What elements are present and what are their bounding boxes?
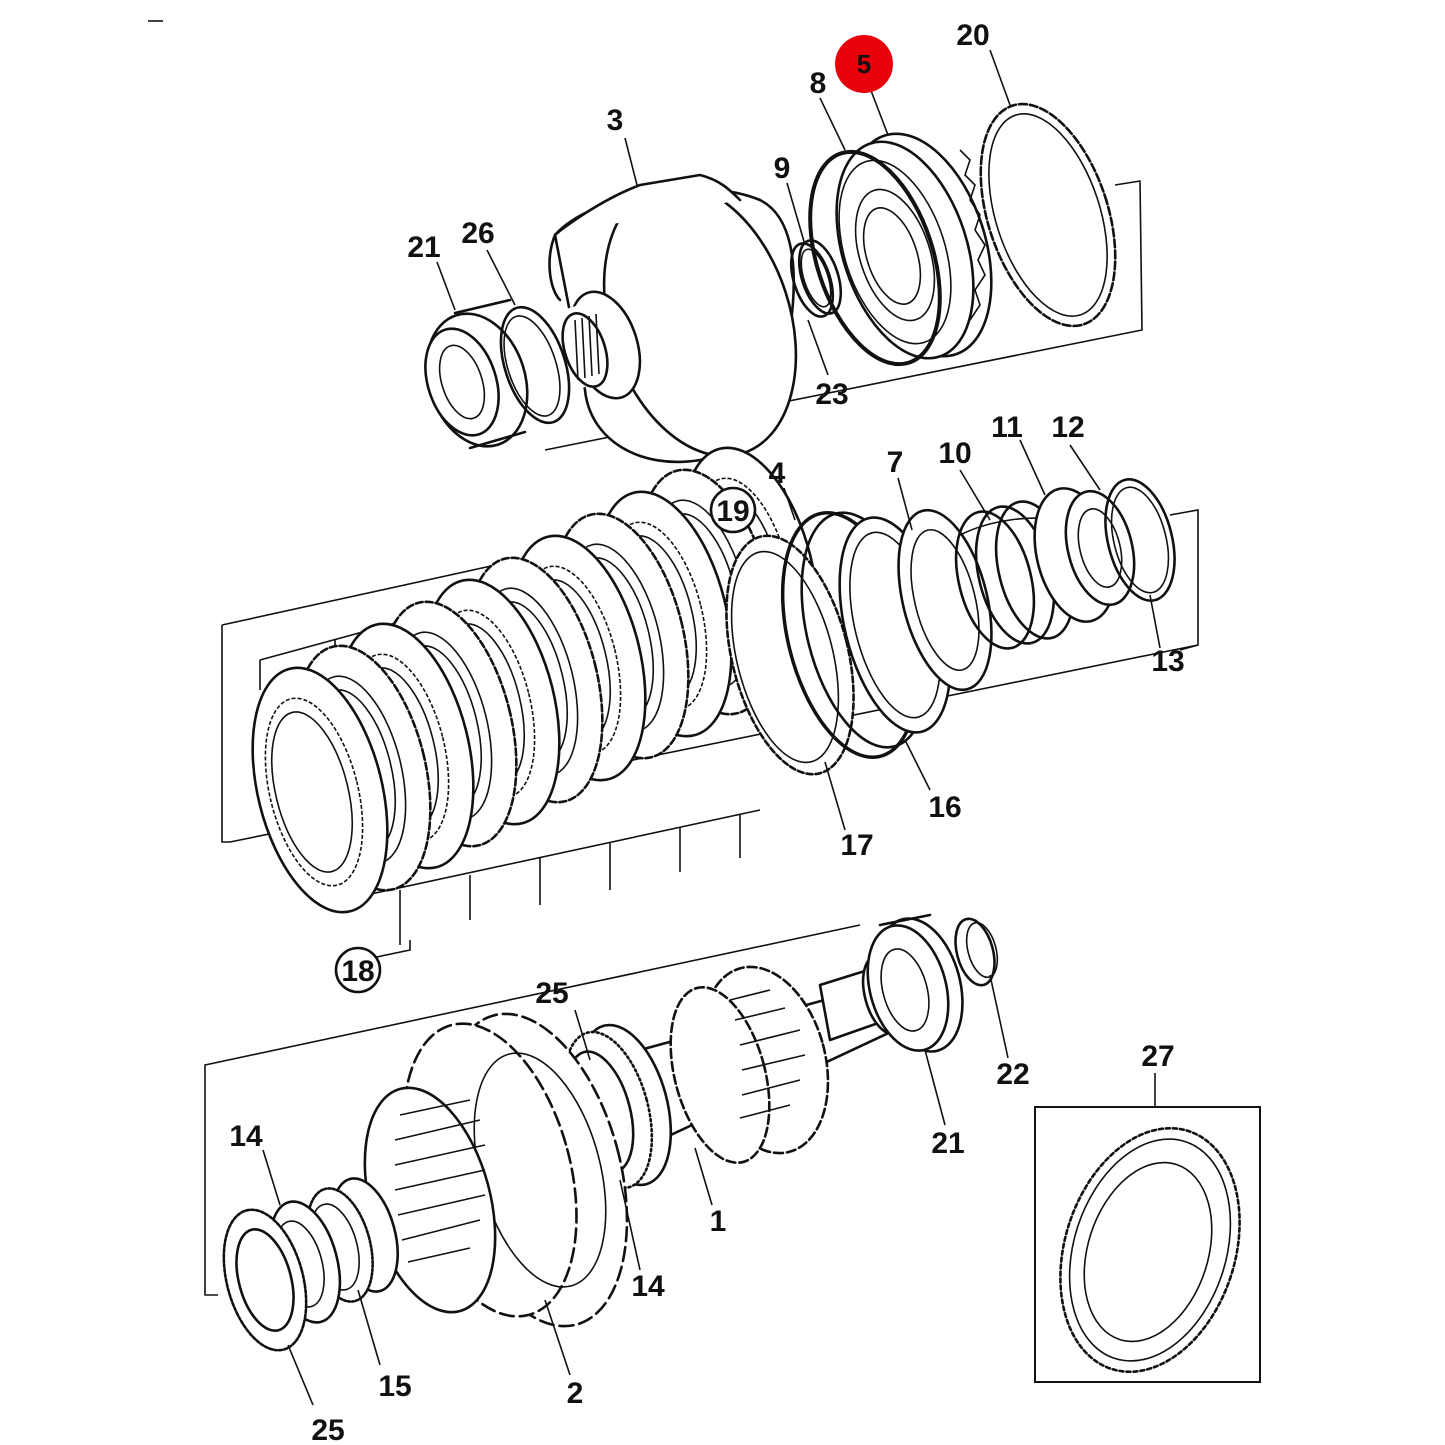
highlight-marker: [835, 35, 893, 93]
label-22: 22: [996, 1058, 1029, 1091]
label-2: 2: [567, 1377, 584, 1410]
part-labels: 5 20 8 3 9 21 26 23 4 7 10 11 12 19 13 1…: [229, 19, 1184, 1445]
part-20-plate: [979, 102, 1117, 328]
inset-box: [1034, 1106, 1261, 1383]
part-25-thrust-bearing: [222, 1208, 308, 1352]
label-25-top: 25: [535, 977, 568, 1010]
label-18: 18: [341, 955, 374, 988]
part-21-bearing: [424, 298, 529, 450]
label-5: 5: [857, 49, 871, 79]
part-5-teeth: [959, 149, 986, 321]
part-3-drum: [548, 173, 798, 464]
label-9: 9: [774, 152, 791, 185]
label-4: 4: [769, 457, 786, 490]
label-11: 11: [991, 411, 1023, 444]
part-11-12-retainers: [1033, 487, 1136, 623]
part-13-snapring: [1104, 478, 1176, 602]
part-9-23-rings: [789, 239, 843, 318]
circle-18: [334, 946, 382, 994]
part-7-piston: [897, 508, 993, 692]
label-15: 15: [378, 1370, 411, 1403]
label-26: 26: [461, 217, 494, 250]
label-14-right: 14: [631, 1270, 665, 1303]
label-17: 17: [840, 829, 873, 862]
part-27-plate: [1059, 1126, 1241, 1374]
label-20: 20: [956, 19, 989, 52]
label-12: 12: [1051, 411, 1084, 444]
label-16: 16: [928, 791, 961, 824]
label-25-bottom: 25: [311, 1414, 344, 1445]
label-27: 27: [1141, 1040, 1174, 1073]
clutch-disc: [251, 666, 389, 914]
label-1: 1: [710, 1205, 727, 1238]
top-bracket: [544, 180, 1143, 451]
label-8: 8: [810, 67, 827, 100]
label-14-left: 14: [229, 1120, 263, 1153]
gear-2-splines: [394, 1099, 486, 1263]
bottom-assembly: [204, 913, 999, 1352]
shaft-gear: [669, 965, 830, 1165]
label-23: 23: [815, 378, 848, 411]
label-21-bottom: 21: [931, 1127, 964, 1160]
part-10-spring: [954, 500, 1076, 650]
circle-19: [709, 486, 757, 534]
bracket-13: [1169, 509, 1199, 651]
part-26-ring: [499, 305, 571, 425]
part-8-oring: [808, 149, 942, 367]
leader-lines: [262, 49, 1161, 1406]
label-19: 19: [716, 495, 749, 528]
label-3: 3: [607, 104, 624, 137]
label-7: 7: [887, 446, 904, 479]
label-10: 10: [938, 437, 971, 470]
label-13: 13: [1151, 645, 1184, 678]
top-assembly: [424, 102, 1143, 464]
part-21-bearing-bottom: [866, 913, 964, 1053]
bracket-bottom: [204, 924, 861, 1296]
part-22-snapring: [954, 917, 999, 987]
label-21-top: 21: [407, 231, 440, 264]
part-2-gear: [363, 1012, 629, 1328]
bracket-19: [221, 625, 230, 843]
inset-27: [1034, 1106, 1261, 1383]
